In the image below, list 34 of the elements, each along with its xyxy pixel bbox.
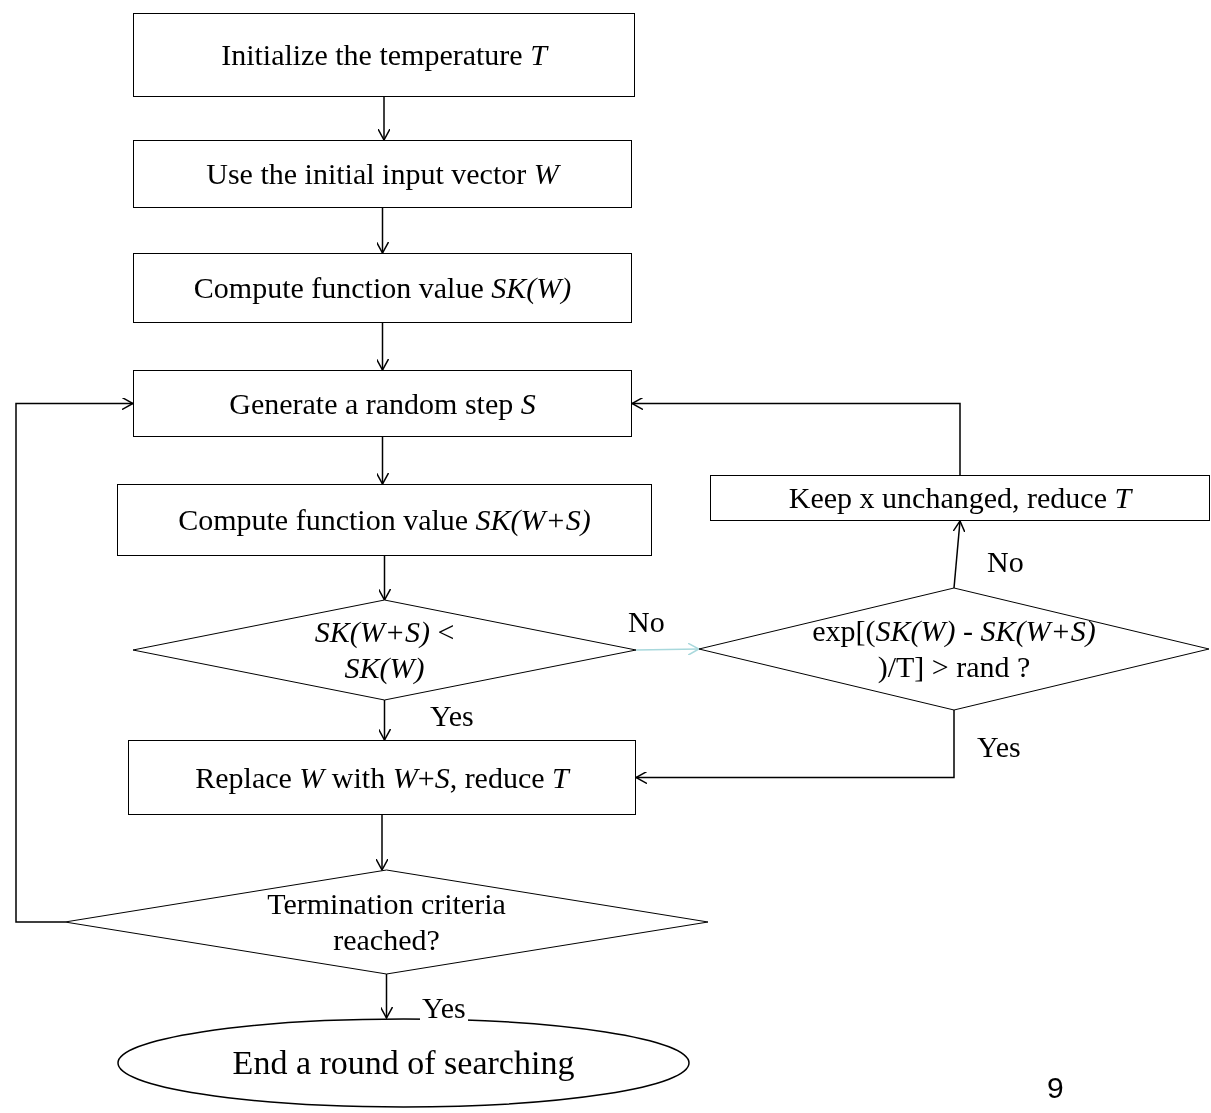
arrow xyxy=(375,207,390,254)
step-text: Compute function value SK(W) xyxy=(193,270,572,306)
condition-text: Termination criteria reached? xyxy=(266,886,507,958)
process-box xyxy=(133,140,632,208)
arrow xyxy=(377,699,392,741)
arrow xyxy=(635,642,700,656)
arrow xyxy=(379,973,394,1019)
arrow xyxy=(15,396,134,923)
arrow xyxy=(375,436,390,485)
process-box xyxy=(710,475,1210,521)
decision-diamond xyxy=(699,588,1209,710)
arrow xyxy=(377,96,391,141)
arrow xyxy=(635,709,955,785)
step-text: End a round of searching xyxy=(232,1042,575,1083)
terminal-ellipse xyxy=(117,1018,690,1108)
process-box xyxy=(117,484,652,556)
step-text: Replace W with W+S, reduce T xyxy=(195,759,569,796)
arrow xyxy=(375,322,390,371)
arrow xyxy=(377,555,392,601)
step-text: Generate a random step S xyxy=(229,385,536,422)
condition-text: exp[(SK(W) - SK(W+S) )/T] > rand ? xyxy=(811,613,1097,685)
step-text: Initialize the temperature T xyxy=(221,37,547,73)
process-box xyxy=(128,740,636,815)
step-text: Compute function value SK(W+S) xyxy=(178,502,591,538)
process-box xyxy=(133,370,632,437)
decision-diamond xyxy=(65,870,708,974)
arrow xyxy=(375,814,389,871)
process-box xyxy=(133,253,632,323)
condition-text: SK(W+S) < SK(W) xyxy=(313,614,456,686)
process-box xyxy=(133,13,635,97)
step-text: Use the initial input vector W xyxy=(206,156,559,192)
step-text: Keep x unchanged, reduce T xyxy=(788,480,1132,516)
arrow xyxy=(631,396,961,476)
arrow xyxy=(952,520,966,589)
